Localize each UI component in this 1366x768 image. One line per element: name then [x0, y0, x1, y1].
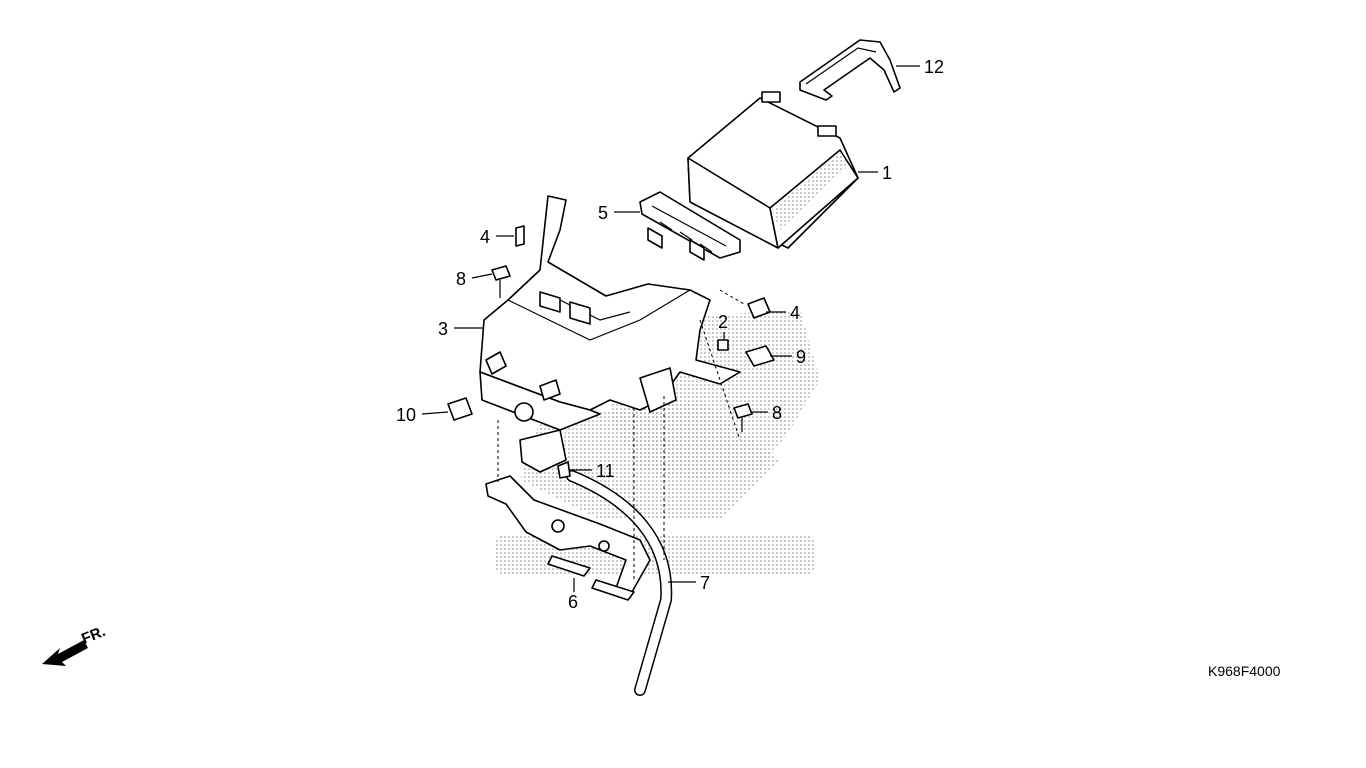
collar — [717, 339, 729, 351]
callout-5: 5 — [598, 203, 608, 223]
bolt-upper — [491, 265, 511, 298]
front-label: FR. — [79, 623, 108, 648]
breather-tube — [566, 470, 673, 696]
callout-8-upper: 8 — [456, 269, 466, 289]
leader-lines — [421, 65, 920, 592]
callout-4-lower: 4 — [790, 303, 800, 323]
battery-box — [479, 195, 741, 473]
diagram-code: K968F4000 — [1208, 663, 1281, 679]
front-arrow-icon — [42, 640, 88, 666]
clip-left — [447, 397, 473, 421]
bolt-lower — [733, 403, 753, 432]
callout-7: 7 — [700, 573, 710, 593]
callout-12: 12 — [924, 57, 944, 77]
assembly-lines — [497, 289, 745, 580]
callout-2: 2 — [718, 312, 728, 332]
callout-10: 10 — [396, 405, 416, 425]
callout-1: 1 — [882, 163, 892, 183]
callout-8-lower: 8 — [772, 403, 782, 423]
clamp — [557, 461, 571, 479]
callout-3: 3 — [438, 319, 448, 339]
battery-tray-mat — [639, 191, 741, 261]
battery — [687, 91, 859, 249]
nut — [745, 345, 775, 367]
callout-6: 6 — [568, 592, 578, 612]
front-direction-indicator: FR. — [42, 623, 108, 666]
callout-11: 11 — [596, 461, 615, 481]
callout-4-upper: 4 — [480, 227, 490, 247]
mounting-bracket — [485, 475, 651, 601]
callout-9: 9 — [796, 347, 806, 367]
battery-strap — [799, 39, 901, 101]
clip-upper — [515, 225, 525, 247]
